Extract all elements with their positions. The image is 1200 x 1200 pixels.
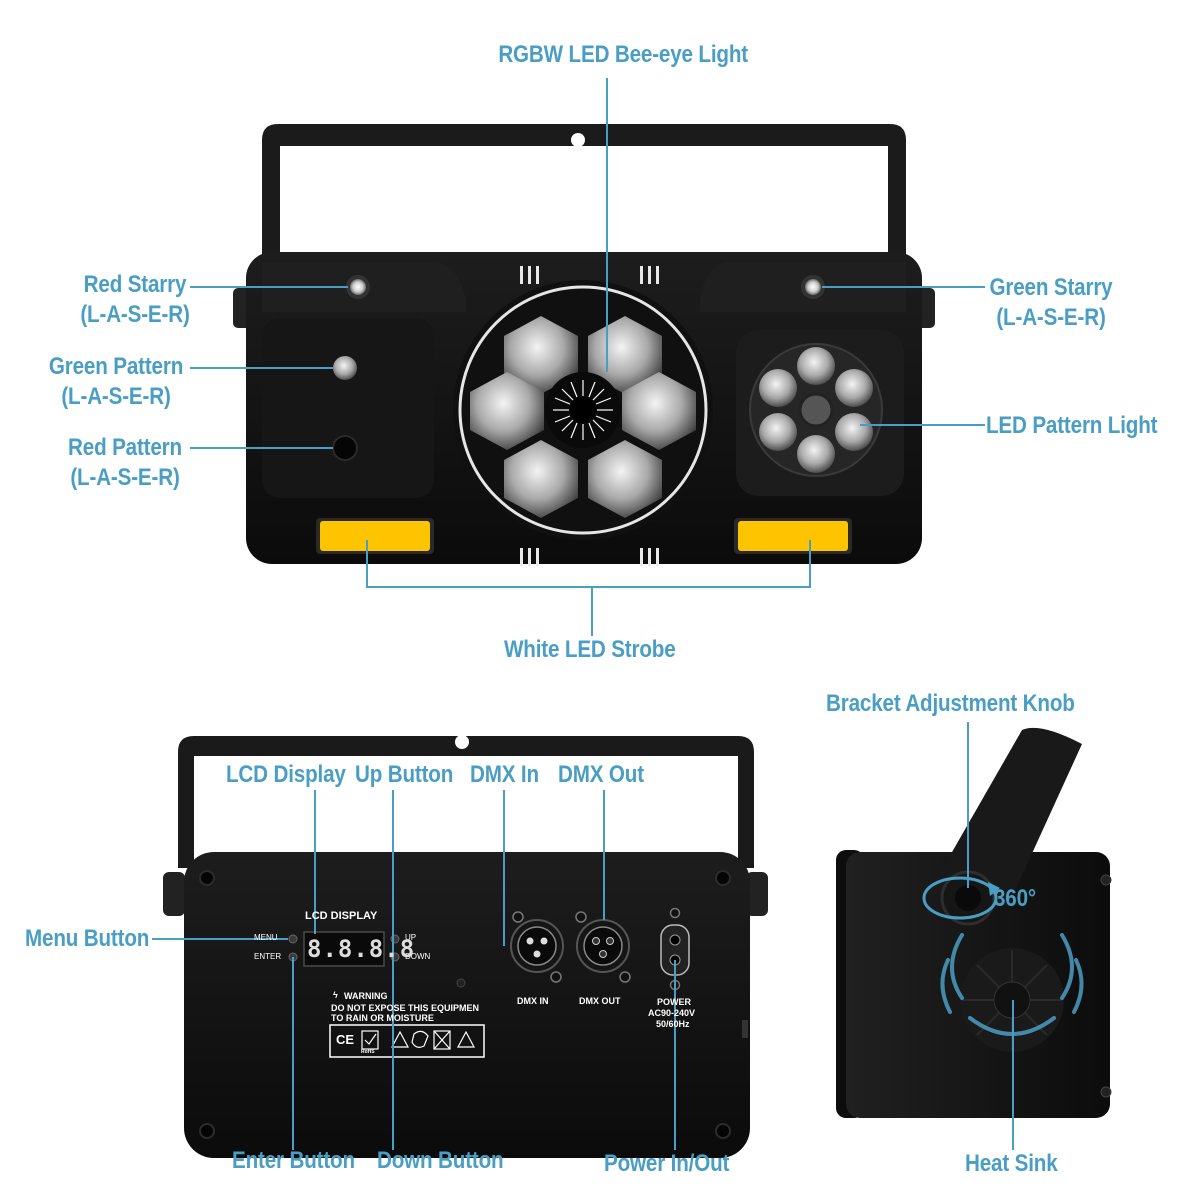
label-lcd-display: LCD Display <box>226 761 346 788</box>
label-green-pattern-title: Green Pattern <box>48 353 184 380</box>
white-strobe-right <box>738 521 848 551</box>
rotation-arrow <box>922 876 998 920</box>
power-text: POWER <box>657 997 692 1007</box>
rear-side-knob-left <box>163 872 185 916</box>
label-power-inout: Power In/Out <box>604 1150 730 1177</box>
warning-title: WARNING <box>344 991 388 1001</box>
label-red-starry: Red Starry (L-A-S-E-R) <box>71 270 200 330</box>
label-green-pattern-sub: (L-A-S-E-R) <box>61 383 171 410</box>
front-panel-left <box>262 318 434 498</box>
down-text: DOWN <box>405 952 431 961</box>
label-green-starry-title: Green Starry <box>989 274 1113 301</box>
starburst-core <box>570 397 596 423</box>
label-dmx-in: DMX In <box>470 761 539 788</box>
red-pattern-aperture <box>332 435 358 461</box>
white-strobe-left <box>320 521 430 551</box>
label-white-strobe: White LED Strobe <box>504 636 676 663</box>
side-view <box>836 727 1112 1118</box>
cert-rohs: RoHS <box>361 1049 375 1055</box>
label-led-pattern: LED Pattern Light <box>986 412 1158 439</box>
label-bracket-knob: Bracket Adjustment Knob <box>826 690 1075 717</box>
rear-bracket-hole <box>455 735 469 749</box>
led-pattern-lenses <box>759 347 873 473</box>
cert-box <box>329 1024 485 1058</box>
label-menu-button: Menu Button <box>25 925 150 952</box>
front-view <box>233 124 935 566</box>
led-pattern-center <box>798 392 834 428</box>
bracket-hole <box>571 133 585 147</box>
green-pattern-aperture <box>333 356 357 380</box>
warning-line-1: DO NOT EXPOSE THIS EQUIPMEN <box>331 1003 480 1013</box>
red-starry-aperture <box>350 279 366 295</box>
label-green-starry-sub: (L-A-S-E-R) <box>996 304 1106 331</box>
green-starry-aperture <box>805 279 821 295</box>
cert-ce: CE <box>336 1032 355 1047</box>
enter-text: ENTER <box>254 952 282 961</box>
label-green-starry: Green Starry (L-A-S-E-R) <box>980 273 1123 333</box>
rear-bracket <box>178 736 754 868</box>
label-rgbw-bee-eye: RGBW LED Bee-eye Light <box>498 41 748 68</box>
lcd-screen <box>303 931 385 967</box>
warning-bolt-icon: ϟ <box>333 990 338 1000</box>
bee-eye-lenses <box>470 316 696 518</box>
label-enter-button: Enter Button <box>232 1147 355 1174</box>
bracket-knob-center <box>955 885 981 911</box>
bee-eye-ring <box>458 285 708 535</box>
label-rotation: 360° <box>994 885 1037 912</box>
rear-view <box>163 735 768 1158</box>
dmx-in-text: DMX IN <box>517 996 549 1006</box>
front-bracket <box>262 124 906 258</box>
dmx-out-text: DMX OUT <box>579 996 621 1006</box>
leader-lines <box>152 78 1014 1150</box>
starburst <box>553 380 613 440</box>
label-red-pattern-sub: (L-A-S-E-R) <box>70 464 180 491</box>
label-red-pattern-title: Red Pattern <box>68 434 182 461</box>
label-heat-sink: Heat Sink <box>965 1150 1058 1177</box>
power-spec-1: AC90-240V <box>648 1008 696 1018</box>
label-red-starry-sub: (L-A-S-E-R) <box>80 301 190 328</box>
label-red-starry-title: Red Starry <box>83 271 187 298</box>
label-red-pattern: Red Pattern (L-A-S-E-R) <box>57 433 193 493</box>
up-text: UP <box>405 933 417 942</box>
vent-slots <box>520 266 659 566</box>
label-dmx-out: DMX Out <box>558 761 644 788</box>
power-spec-2: 50/60Hz <box>656 1019 690 1029</box>
label-down-button: Down Button <box>377 1147 504 1174</box>
rear-screws <box>199 870 731 1139</box>
menu-text: MENU <box>254 933 278 942</box>
warning-line-2: TO RAIN OR MOISTURE <box>331 1013 434 1023</box>
cert-icons <box>361 1030 475 1050</box>
rear-side-knob-right <box>746 872 768 916</box>
lcd-title: LCD DISPLAY <box>305 910 378 922</box>
label-green-pattern: Green Pattern (L-A-S-E-R) <box>44 352 188 412</box>
dmx-in-connector <box>510 911 564 983</box>
label-up-button: Up Button <box>355 761 454 788</box>
side-bracket-arm <box>936 727 1082 906</box>
lcd-value: 8.8.8.8 <box>307 935 416 963</box>
mic-hole <box>456 978 466 988</box>
rear-side-tab <box>742 1020 748 1038</box>
